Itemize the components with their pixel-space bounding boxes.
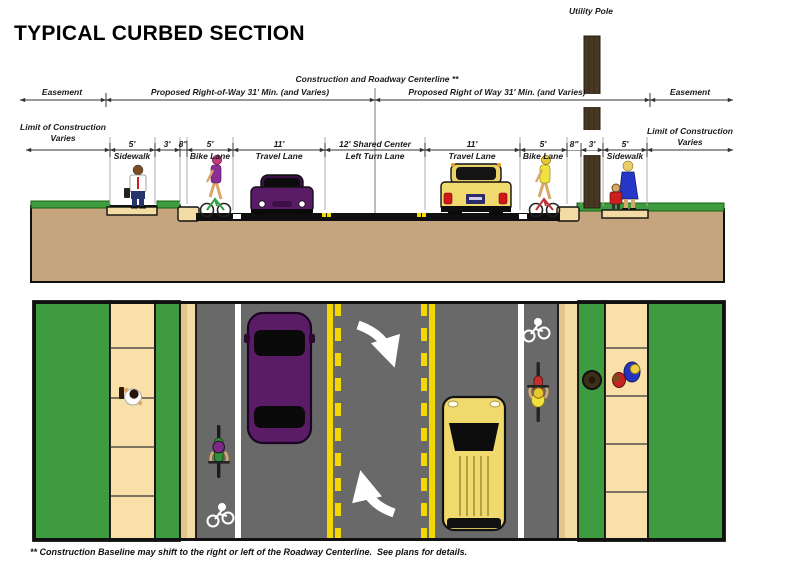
curb-left: [177, 206, 200, 222]
mother-and-child-icon: [609, 160, 639, 211]
plan-lane-markings: [235, 301, 524, 541]
dim-8in-right: 8": [567, 139, 581, 150]
cyclist-left-icon: [199, 155, 232, 218]
utility-pole-top-icon: [582, 370, 602, 390]
plan-pedestrian-left-icon: [119, 387, 143, 406]
label-sidewalk-left: Sidewalk: [113, 151, 151, 161]
plan-sidewalk-right: [604, 300, 649, 542]
cyclist-right-icon: [528, 155, 561, 218]
label-utility-pole: Utility Pole: [569, 6, 613, 16]
purple-car-top-icon: [244, 311, 315, 445]
label-center-lane: Left Turn Lane: [345, 151, 405, 161]
yellow-car-rear-icon: [440, 163, 512, 215]
plan-curbs: [179, 301, 579, 541]
label-travel-right: Travel Lane: [448, 151, 496, 161]
road-surface-section: [196, 213, 560, 221]
dim-center-lane: 12' Shared Center: [339, 139, 411, 149]
plan-grass-mid-right: [577, 300, 606, 542]
dim-sidewalk-left: 5': [128, 139, 136, 149]
bike-symbol-marking-left: [206, 503, 235, 528]
dimension-row-lower: [25, 143, 734, 157]
dim-3ft-right: 3': [586, 139, 598, 150]
dim-bike-right: 5': [539, 139, 547, 149]
white-lane-mark-right: [519, 214, 527, 219]
sidewalk-slabs: [106, 206, 649, 222]
label-easement-right: Easement: [669, 87, 711, 97]
yellow-car-top-icon: [441, 395, 507, 532]
plan-grass-mid-left: [154, 300, 181, 542]
dim-8in-left: 8": [178, 139, 188, 149]
page-title: TYPICAL CURBED SECTION: [14, 22, 305, 45]
cross-section-drawing: [19, 35, 734, 283]
dim-travel-right: 11': [466, 139, 478, 149]
label-row-left: Proposed Right-of-Way 31' Min. (and Vari…: [150, 87, 330, 97]
white-lane-mark-left: [233, 214, 241, 219]
label-bike-left: Bike Lane: [189, 151, 231, 161]
label-limit-of-construction-left: Limit of Construction Varies: [20, 122, 106, 143]
utility-pole-icon: [580, 35, 602, 209]
plan-grass-right: [647, 300, 726, 542]
dimension-row-upper: [19, 93, 734, 107]
label-row-right: Proposed Right of Way 31' Min. (and Vari…: [408, 87, 586, 97]
plan-view-drawing: [32, 300, 726, 542]
label-bike-right: Bike Lane: [522, 151, 564, 161]
label-easement-left: Easement: [41, 87, 83, 97]
plan-grass-left: [32, 300, 111, 542]
plan-cyclist-left-icon: [208, 425, 230, 478]
label-limit-of-construction-right: Limit of Construction Varies: [647, 126, 733, 147]
plan-sidewalk-left: [109, 300, 156, 542]
dim-3ft-left: 3': [163, 139, 171, 149]
pedestrian-man-icon: [124, 164, 147, 209]
turn-arrows-icon: [352, 320, 401, 518]
purple-car-front-icon: [250, 174, 314, 215]
plan-family-icon: [612, 361, 641, 388]
plan-cyclist-right-icon: [527, 362, 549, 422]
label-sidewalk-right: Sidewalk: [606, 151, 644, 161]
curb-right: [556, 206, 580, 222]
dim-sidewalk-right: 5': [621, 139, 629, 149]
bike-symbol-marking-right: [522, 318, 551, 343]
dim-bike-left: 5': [206, 139, 214, 149]
plan-view-border: [33, 301, 725, 541]
label-centerline: Construction and Roadway Centerline **: [295, 74, 459, 84]
dim-travel-left: 11': [273, 139, 285, 149]
footnote: ** Construction Baseline may shift to th…: [30, 547, 468, 557]
label-travel-left: Travel Lane: [255, 151, 303, 161]
